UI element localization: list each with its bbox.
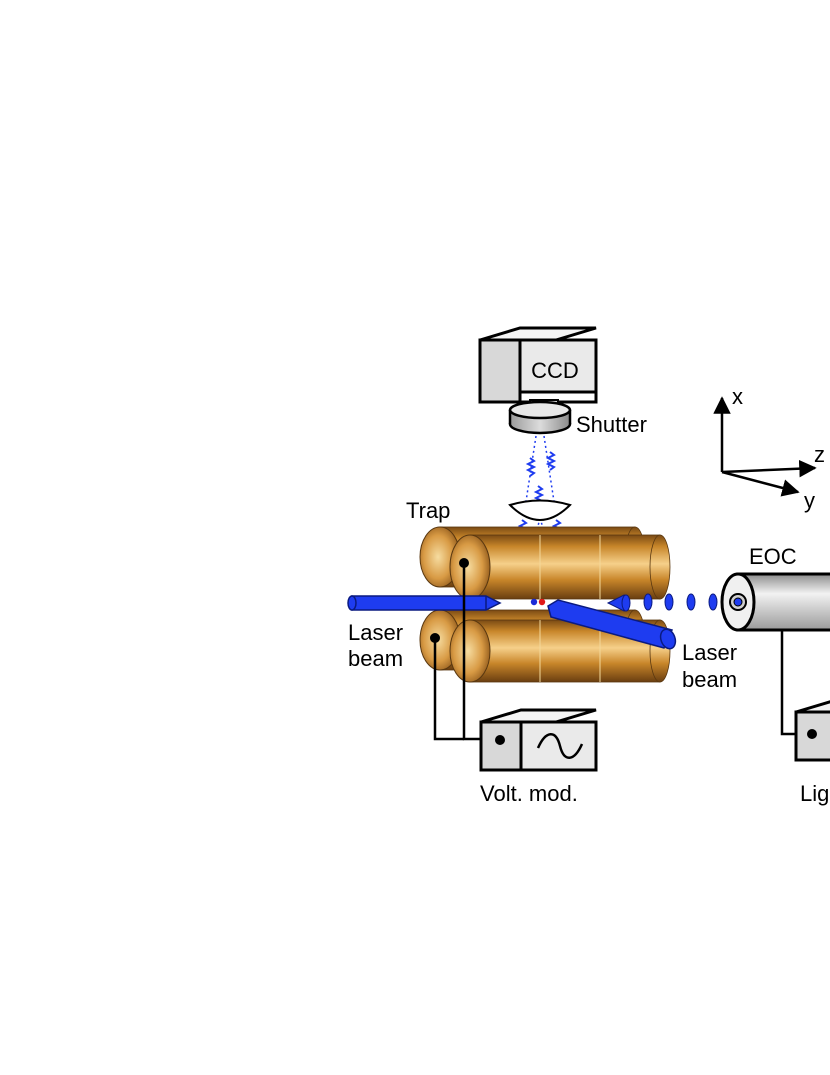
ccd-camera: CCD (478, 326, 598, 411)
voltage-modulator (479, 708, 598, 772)
eoc-label: EOC (749, 544, 797, 569)
wire-contact-lower (430, 633, 440, 643)
coordinate-axes (713, 396, 817, 497)
trap-label: Trap (406, 498, 450, 523)
eoc-device (720, 572, 830, 632)
eoc-beam (606, 593, 718, 612)
axis-x-label: x (732, 384, 743, 409)
axis-y-label: y (804, 488, 815, 513)
wire-contact-upper (459, 558, 469, 568)
sine-wave-icon (536, 733, 584, 759)
laser-left-label-line1: Laser (348, 620, 403, 645)
light-source-box (794, 700, 830, 762)
laser-left-label-line2: beam (348, 646, 403, 671)
ion-red (538, 598, 546, 606)
ccd-label: CCD (531, 358, 579, 383)
lens (508, 499, 572, 521)
laser-right-label-line2: beam (682, 667, 737, 692)
ion-blue (530, 598, 538, 606)
axis-z-label: z (814, 442, 825, 467)
left-laser-beam (347, 595, 502, 611)
light-label-partial: Lig (800, 781, 829, 806)
shutter-label: Shutter (576, 412, 647, 437)
shutter: Shutter (508, 400, 647, 437)
laser-right-label-line1: Laser (682, 640, 737, 665)
volt-mod-label: Volt. mod. (480, 781, 578, 806)
right-laser-beam (547, 599, 677, 650)
